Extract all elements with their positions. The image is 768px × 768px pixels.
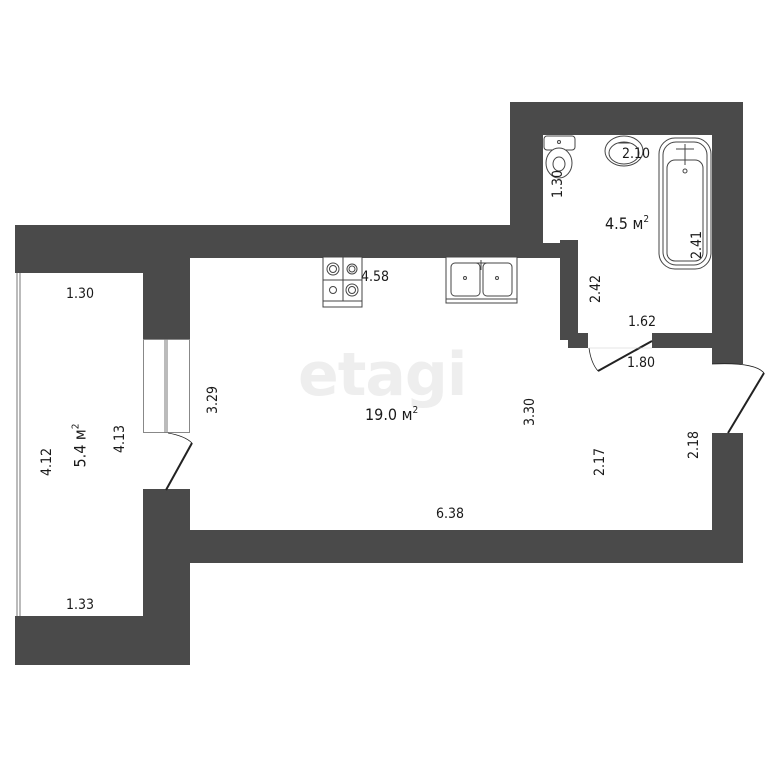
dim-hall-right-outer: 2.18 [686,430,703,460]
double-sink-icon [445,256,518,304]
watermark: etagi [298,340,467,410]
wall-bath-bottom [652,333,712,348]
wall-bath-door-left [568,333,588,348]
balcony-glazing [16,273,168,616]
dim-main-top: 4.58 [361,269,390,285]
wall-partition-upper [143,225,190,343]
dim-balcony-left: 4.12 [39,447,56,477]
wall-bath-left-partition [560,240,578,340]
dim-hall-right-inner: 2.17 [592,447,609,477]
bathtub-icon [658,137,712,270]
wall-balcony-bottom [15,616,190,665]
dim-bath-toilet: 1.30 [550,169,567,199]
washbasin-icon [604,135,644,167]
dim-balcony-top: 1.30 [66,286,95,302]
entry-door-icon [711,363,765,434]
stove-icon [322,256,363,308]
dim-main-bottom: 6.38 [436,506,465,522]
dim-bath-tub: 2.41 [689,230,706,260]
bathroom-area: 4.5 м2 [605,214,650,233]
toilet-icon [543,135,576,179]
dim-main-left: 3.29 [205,385,222,415]
balcony-floor [20,273,143,616]
hall-floor [560,345,712,530]
dim-balcony-bottom: 1.33 [66,597,95,613]
wall-right-lower [712,433,743,563]
dim-hall-top: 1.80 [627,355,656,371]
wall-bottom-main [143,530,743,563]
bathroom-door-icon [588,340,653,372]
wall-right-upper [712,102,743,364]
dim-bath-top: 2.10 [622,146,651,162]
balcony-door-icon [165,432,193,491]
dim-bath-bottom: 1.62 [628,314,657,330]
balcony-area: 5.4 м2 [70,423,90,468]
dim-balcony-right: 4.13 [112,424,129,454]
dim-bath-left: 2.42 [588,274,605,304]
main-room-area: 19.0 м2 [365,405,419,424]
dim-main-right: 3.30 [522,397,539,427]
entry-opening [712,364,743,433]
